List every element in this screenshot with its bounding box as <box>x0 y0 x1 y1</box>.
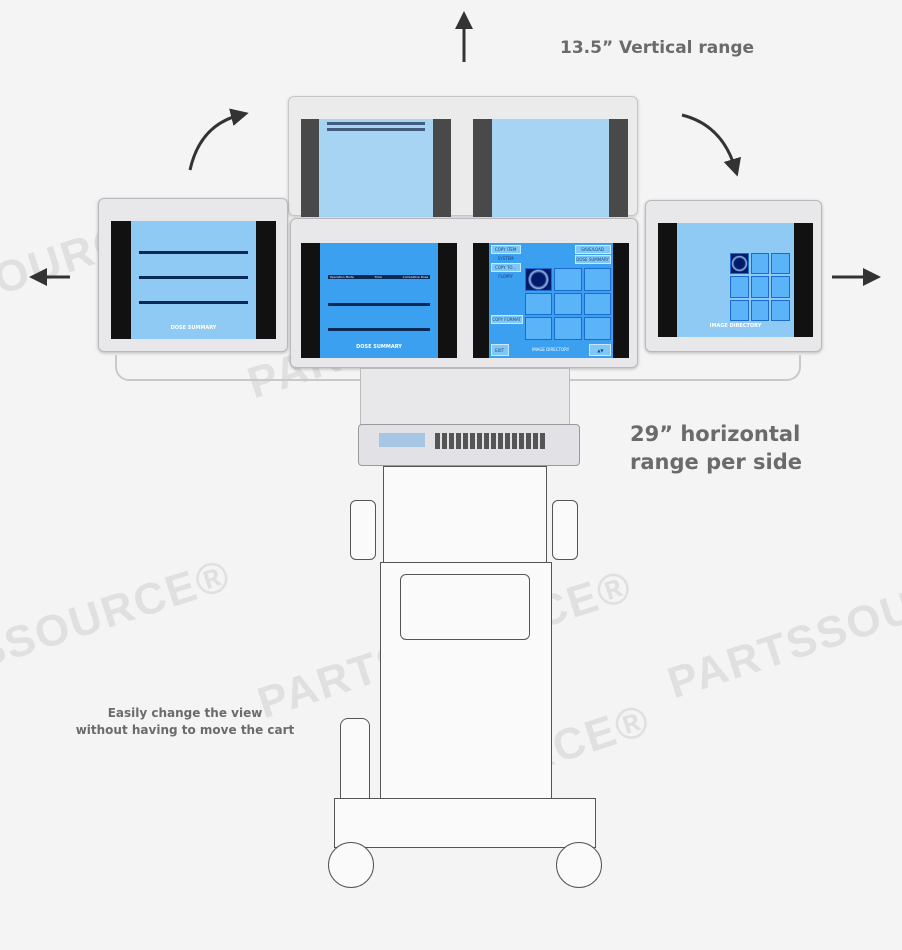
dose-summary-title: DOSE SUMMARY <box>170 325 217 331</box>
directory-screen <box>473 119 628 217</box>
table-header: Operation Mode Time Cumulative Dose <box>327 275 431 279</box>
caption-line-1: Easily change the view <box>107 706 263 720</box>
mount-column <box>360 368 570 428</box>
header-mode: Operation Mode <box>329 275 354 279</box>
header-dose: Cumulative Dose <box>402 275 429 279</box>
dose-screen: DOSE SUMMARY <box>111 221 276 339</box>
dose-summary-screen: Operation Mode Time Cumulative Dose DOSE S… <box>301 243 457 358</box>
control-panel <box>379 433 425 447</box>
dose-summary-button[interactable]: DOSE SUMMARY <box>574 255 611 264</box>
cart-shelf <box>383 466 547 564</box>
scroll-arrows-icon[interactable]: ▲▼ <box>589 344 612 356</box>
monitor-left-position: DOSE SUMMARY <box>98 198 288 352</box>
header-time: Time <box>374 275 382 279</box>
right-handle <box>552 500 578 560</box>
monitor-right-position: IMAGE DIRECTORY <box>645 200 822 352</box>
directory-screen: IMAGE DIRECTORY <box>658 223 813 337</box>
caption-line-2: without having to move the cart <box>75 723 295 737</box>
horizontal-line-2: range per side <box>630 450 802 474</box>
monitor-center: Operation Mode Time Cumulative Dose DOSE S… <box>290 218 638 368</box>
dose-screen <box>301 119 451 217</box>
exit-button[interactable]: EXIT <box>490 344 509 356</box>
wheel <box>556 842 602 888</box>
keyboard-console[interactable] <box>358 424 580 466</box>
copy-to-button[interactable]: COPY TO... <box>490 263 521 272</box>
copy-item-button[interactable]: COPY ITEM <box>490 245 521 254</box>
image-directory-title: IMAGE DIRECTORY <box>709 323 762 329</box>
left-handle <box>350 500 376 560</box>
cart-base <box>334 798 596 848</box>
wheel <box>328 842 374 888</box>
image-directory-title: IMAGE DIRECTORY <box>532 347 570 352</box>
vertical-range-label: 13.5” Vertical range <box>560 38 755 58</box>
image-directory-screen: COPY ITEM SYSTEM COPY TO... FLOPPY COPY … <box>473 243 629 358</box>
monitor-raised-position <box>288 96 638 217</box>
horizontal-line-1: 29” horizontal <box>630 422 801 446</box>
save-load-button[interactable]: SAVE/LOAD <box>574 245 611 254</box>
cart-handle-opening <box>400 574 530 640</box>
cable-holder <box>340 718 370 808</box>
floppy-label: FLOPPY <box>498 274 513 279</box>
caption: Easily change the view without having to… <box>55 705 315 739</box>
system-label: SYSTEM <box>497 256 514 261</box>
copy-format-button[interactable]: COPY FORMAT <box>490 315 523 324</box>
horizontal-range-label: 29” horizontal range per side <box>630 420 802 476</box>
keyboard-keys <box>435 433 545 449</box>
dose-summary-title: DOSE SUMMARY <box>356 344 402 350</box>
